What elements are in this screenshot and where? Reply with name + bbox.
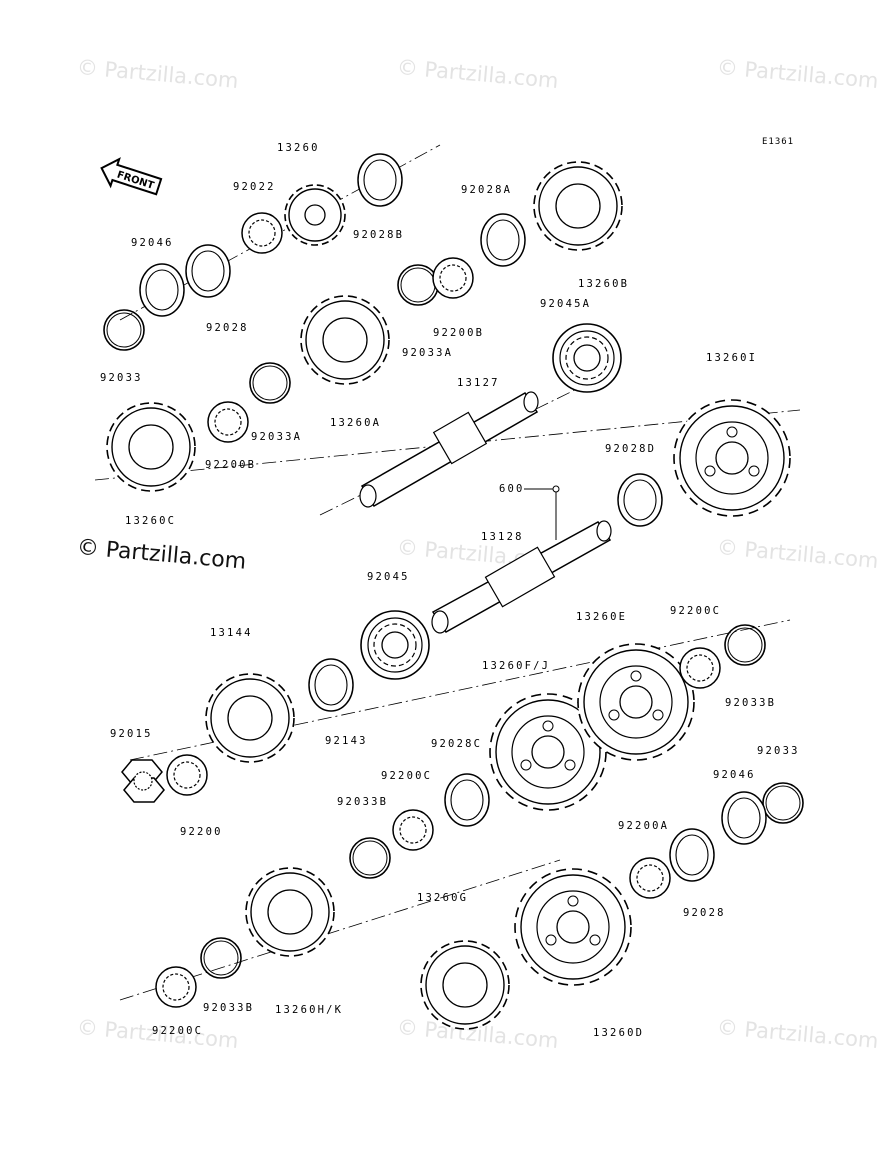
bushing-92028-right	[669, 828, 715, 882]
circlip-92033A	[397, 264, 439, 306]
label-92028A: 92028A	[461, 184, 513, 196]
label-92045: 92045	[367, 571, 410, 583]
gear-13260G	[420, 940, 510, 1030]
label-92200: 92200	[180, 826, 223, 838]
circlip-92033	[103, 309, 145, 351]
label-600: 600	[499, 483, 525, 495]
diagram-code: E1361	[762, 137, 795, 147]
washer-92200C-bottom	[155, 966, 197, 1008]
label-92033: 92033	[100, 372, 143, 384]
label-92015: 92015	[110, 728, 153, 740]
label-92200B: 92200B	[433, 327, 485, 339]
sprocket-13144	[205, 673, 295, 763]
circlip-92033-right	[762, 782, 804, 824]
label-92033B-right: 92033B	[725, 697, 777, 709]
label-92033B-bottom: 92033B	[203, 1002, 255, 1014]
label-13260FJ: 13260F/J	[482, 660, 551, 672]
bushing-92028B	[357, 153, 403, 207]
label-13260I: 13260I	[706, 352, 758, 364]
label-92143: 92143	[325, 735, 368, 747]
label-13260C: 13260C	[125, 515, 177, 527]
label-13260D: 13260D	[593, 1027, 645, 1039]
label-13128: 13128	[481, 531, 524, 543]
label-13260E: 13260E	[576, 611, 628, 623]
label-92200C-bottom: 92200C	[152, 1025, 204, 1037]
washer-92200A	[629, 857, 671, 899]
label-13260A: 13260A	[330, 417, 382, 429]
bushing-92028	[185, 244, 231, 298]
label-13260G: 13260G	[417, 892, 469, 904]
label-92200A: 92200A	[618, 820, 670, 832]
gear-13260D	[514, 868, 632, 986]
label-92046: 92046	[131, 237, 174, 249]
washer-92200B	[432, 257, 474, 299]
label-92028: 92028	[206, 322, 249, 334]
label-92200B-left: 92200B	[205, 459, 257, 471]
label-92045A: 92045A	[540, 298, 592, 310]
washer-92200C-right	[679, 647, 721, 689]
bushing-92028D	[617, 473, 663, 527]
label-92200C-right: 92200C	[670, 605, 722, 617]
label-13260B: 13260B	[578, 278, 630, 290]
circlip-92033A-left	[249, 362, 291, 404]
label-13127: 13127	[457, 377, 500, 389]
bearing-92045	[360, 610, 430, 680]
circlip-92033B-right	[724, 624, 766, 666]
label-92033-right: 92033	[757, 745, 800, 757]
label-92200C-mid: 92200C	[381, 770, 433, 782]
nut-92015	[121, 759, 165, 803]
gear-13260I	[673, 399, 791, 517]
washer-92022	[241, 212, 283, 254]
label-92028D: 92028D	[605, 443, 657, 455]
label-92046-right: 92046	[713, 769, 756, 781]
gear-13260	[284, 184, 346, 246]
washer-92200B-left	[207, 401, 249, 443]
circlip-92033B-bottom	[200, 937, 242, 979]
bearing-92045A	[552, 323, 622, 393]
gear-13260B	[533, 161, 623, 251]
washer-92200C-mid	[392, 809, 434, 851]
gear-13260E	[577, 643, 695, 761]
label-92028B: 92028B	[353, 229, 405, 241]
label-92033B-mid: 92033B	[337, 796, 389, 808]
leader-600	[524, 485, 560, 540]
label-13260HK: 13260H/K	[275, 1004, 344, 1016]
label-13260: 13260	[277, 142, 320, 154]
front-arrow-icon: FRONT	[100, 157, 163, 196]
gear-13260HK	[245, 867, 335, 957]
washer-92200	[166, 754, 208, 796]
label-92028-right: 92028	[683, 907, 726, 919]
gear-13260A	[300, 295, 390, 385]
label-13144: 13144	[210, 627, 253, 639]
gear-13260C	[106, 402, 196, 492]
label-92022: 92022	[233, 181, 276, 193]
collar-92143	[308, 658, 354, 712]
label-92033A: 92033A	[402, 347, 454, 359]
bushing-92028A	[480, 213, 526, 267]
label-92033A-left: 92033A	[251, 431, 303, 443]
bushing-92028C	[444, 773, 490, 827]
shaft-13127	[359, 391, 539, 508]
circlip-92033B-mid	[349, 837, 391, 879]
shaft-13128	[431, 520, 612, 634]
needle-bearing-92046	[139, 263, 185, 317]
label-92028C: 92028C	[431, 738, 483, 750]
needle-bearing-92046-right	[721, 791, 767, 845]
